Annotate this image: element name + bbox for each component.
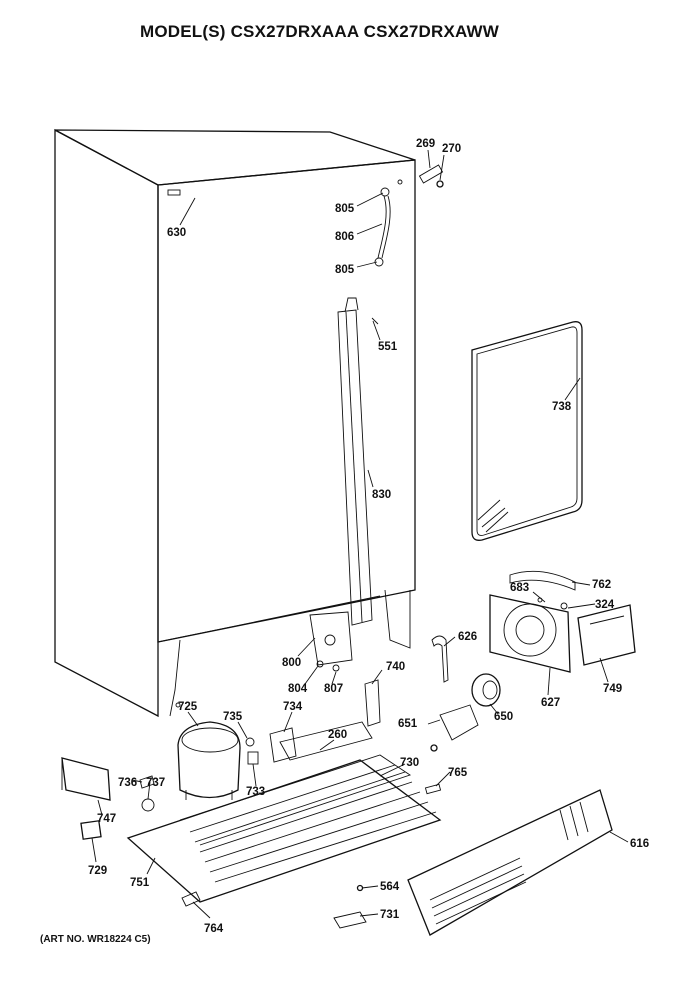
door-gasket — [471, 321, 583, 541]
tube-assembly — [371, 187, 391, 325]
part-683-label: 683 — [510, 582, 529, 594]
part-738-label: 738 — [552, 401, 572, 413]
fan-housing — [489, 570, 576, 673]
cabinet — [54, 128, 416, 718]
part-270-label: 270 — [442, 143, 461, 155]
part-733-label: 733 — [246, 786, 265, 798]
part-800-label: 800 — [282, 657, 301, 669]
part-651-label: 651 — [398, 718, 418, 730]
part-830-label: 830 — [372, 489, 391, 501]
part-765 — [424, 783, 442, 795]
part-730-label: 730 — [400, 757, 419, 769]
control-assembly — [309, 611, 353, 672]
part-626-label: 626 — [458, 631, 477, 643]
part-324-label: 324 — [595, 599, 615, 611]
fasteners — [181, 884, 367, 929]
art-number: (ART NO. WR18224 C5) — [40, 934, 151, 945]
part-729-label: 729 — [88, 865, 107, 877]
part-740 — [364, 679, 381, 727]
bracket-747 — [61, 757, 111, 801]
part-807-label: 807 — [324, 683, 343, 695]
part-260-label: 260 — [328, 729, 347, 741]
part-740-label: 740 — [386, 661, 405, 673]
part-805-bottom-label: 805 — [335, 264, 355, 276]
part-805-top-label: 805 — [335, 203, 355, 215]
part-734-label: 734 — [283, 701, 303, 713]
part-737-label: 737 — [146, 777, 165, 789]
part-269-label: 269 — [416, 138, 435, 150]
part-751-label: 751 — [130, 877, 150, 889]
part-762-label: 762 — [592, 579, 611, 591]
leader-lines — [91, 149, 629, 919]
parts-269-270 — [418, 164, 444, 188]
part-747-label: 747 — [97, 813, 116, 825]
center-rail — [337, 297, 373, 626]
part-731-label: 731 — [380, 909, 400, 921]
part-616-label: 616 — [630, 838, 649, 850]
part-735-label: 735 — [223, 711, 243, 723]
condenser — [126, 721, 442, 903]
callout-labels: 269 270 630 805 806 805 551 738 830 683 … — [88, 138, 649, 935]
part-736-label: 736 — [118, 777, 137, 789]
part-749-label: 749 — [603, 683, 622, 695]
part-725-label: 725 — [178, 701, 198, 713]
page-title: MODEL(S) CSX27DRXAAA CSX27DRXAWW — [140, 22, 500, 41]
control-board — [577, 604, 636, 666]
part-630-label: 630 — [167, 227, 186, 239]
small-parts — [139, 727, 297, 812]
part-650-label: 650 — [494, 711, 513, 723]
part-729 — [80, 820, 102, 840]
part-564-label: 564 — [380, 881, 400, 893]
compressor — [177, 721, 241, 800]
part-551-label: 551 — [378, 341, 398, 353]
part-804-label: 804 — [288, 683, 308, 695]
part-764-label: 764 — [204, 923, 224, 935]
grille — [407, 789, 613, 936]
part-627-label: 627 — [541, 697, 560, 709]
part-806-label: 806 — [335, 231, 354, 243]
part-626 — [431, 635, 449, 683]
part-765-label: 765 — [448, 767, 468, 779]
fan-motor — [430, 673, 501, 752]
